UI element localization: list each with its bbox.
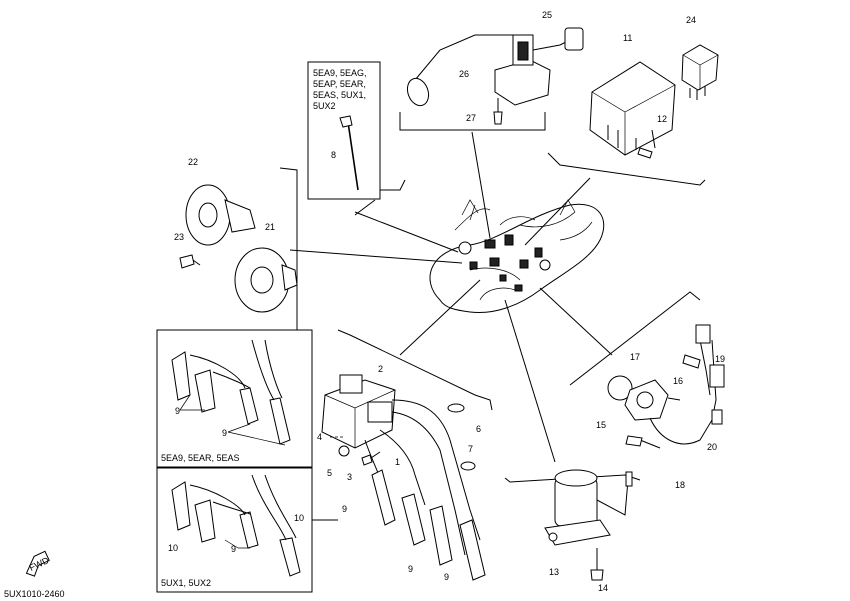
fuel-sender-group [406, 27, 584, 125]
model-box-line-4: 5UX2 [313, 101, 336, 111]
relay-group [681, 44, 719, 100]
callout-c7: 7 [468, 444, 473, 454]
callout-c27: 27 [466, 113, 476, 123]
callout-c10a: 10 [294, 513, 304, 523]
callout-c13: 13 [549, 567, 559, 577]
callout-c9c: 9 [342, 504, 347, 514]
callout-c16: 16 [673, 376, 683, 386]
leader-lines [289, 131, 613, 463]
callout-c9a: 9 [175, 406, 180, 416]
callout-c19: 19 [715, 354, 725, 364]
callout-c9b: 9 [222, 428, 227, 438]
model-box-line-1: 5EA9, 5EAG, [313, 68, 367, 78]
cdi-unit-group [589, 61, 676, 159]
inset-lower-caption: 5UX1, 5UX2 [161, 578, 211, 588]
callout-c9d: 9 [231, 544, 236, 554]
callout-c1: 1 [395, 457, 400, 467]
sensor-group [607, 324, 725, 449]
callout-c24: 24 [686, 15, 696, 25]
callout-c2: 2 [378, 364, 383, 374]
callout-c18: 18 [675, 480, 685, 490]
callout-c21: 21 [265, 222, 275, 232]
model-box [307, 61, 381, 200]
callout-c4: 4 [317, 432, 322, 442]
callout-c12: 12 [657, 114, 667, 124]
callout-c22: 22 [188, 157, 198, 167]
callout-c6: 6 [476, 424, 481, 434]
callout-c17: 17 [630, 352, 640, 362]
callout-c11: 11 [623, 33, 632, 43]
diagram-code: 5UX1010-2460 [4, 589, 65, 599]
callout-c25: 25 [542, 10, 552, 20]
callout-c10b: 10 [168, 543, 178, 553]
callout-c26: 26 [459, 69, 469, 79]
callout-c3: 3 [347, 472, 352, 482]
horn-group [179, 184, 298, 313]
callout-c8: 8 [331, 150, 336, 160]
inset-upper-caption: 5EA9, 5EAR, 5EAS [161, 453, 240, 463]
callout-c15: 15 [596, 420, 606, 430]
callout-c9e: 9 [408, 564, 413, 574]
model-box-line-2: 5EAP, 5EAR, [313, 79, 366, 89]
plug-cap-insets [156, 329, 338, 593]
fwd-arrow [25, 550, 50, 577]
callout-c5: 5 [327, 468, 332, 478]
solenoid-group [544, 469, 633, 581]
model-box-line-3: 5EAS, 5UX1, [313, 90, 366, 100]
callout-c9f: 9 [444, 572, 449, 582]
motorcycle-frame [429, 199, 605, 314]
ignition-coil-group [321, 374, 486, 581]
callout-c14: 14 [598, 583, 608, 593]
callout-c20: 20 [707, 442, 717, 452]
callout-c23: 23 [174, 232, 184, 242]
